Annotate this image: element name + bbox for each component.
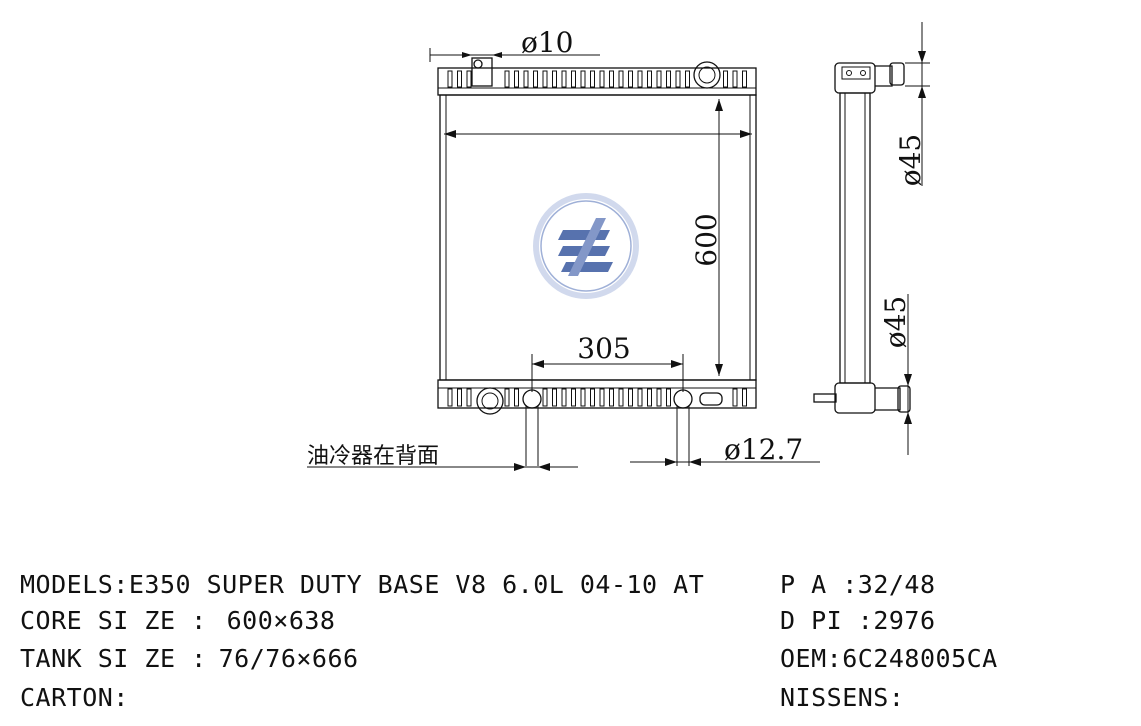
dpi-row: D PI :2976 [780,606,936,635]
models-value: E350 SUPER DUTY BASE V8 6.0L 04-10 AT [128,570,705,599]
core-size-label: CORE SI ZE : [20,606,207,635]
oem-row: OEM:6C248005CA [780,644,998,673]
dpi-label: D PI : [780,606,874,635]
pa-value: 32/48 [857,570,936,599]
dimension-lines-front [307,48,820,471]
lower-outlet-diameter-label: ø45 [879,296,912,349]
core-size-row: CORE SI ZE : 600×638 [20,606,335,635]
oem-label: OEM: [780,644,843,673]
radiator-side-view [813,62,911,414]
pa-label: P A : [780,570,858,599]
oem-value: 6C248005CA [842,644,998,673]
upper-outlet-diameter-label: ø45 [894,134,927,187]
carton-row: CARTON: [20,683,129,712]
pipe-diameter-label: ø10 [521,26,574,59]
company-logo-icon [533,193,639,299]
oil-cooler-note: 油冷器在背面 [307,444,439,469]
models-row: MODELS:E350 SUPER DUTY BASE V8 6.0L 04-1… [20,570,704,599]
radiator-front-view [437,57,757,466]
oil-fitting-diameter-label: ø12.7 [724,433,803,466]
core-height-label: 600 [690,213,723,266]
tank-size-value: 76/76×666 [218,644,359,673]
nissens-label: NISSENS: [780,683,905,712]
fitting-spacing-label: 305 [577,332,630,365]
tank-size-label: TANK SI ZE : [20,644,207,673]
nissens-row: NISSENS: [780,683,904,712]
core-size-value: 600×638 [226,606,336,635]
pa-row: P A :32/48 [780,570,936,599]
carton-label: CARTON: [20,683,129,712]
dpi-value: 2976 [873,606,936,635]
dimension-lines-side [904,22,930,455]
tank-size-row: TANK SI ZE : 76/76×666 [20,644,359,673]
models-label: MODELS: [20,570,129,599]
